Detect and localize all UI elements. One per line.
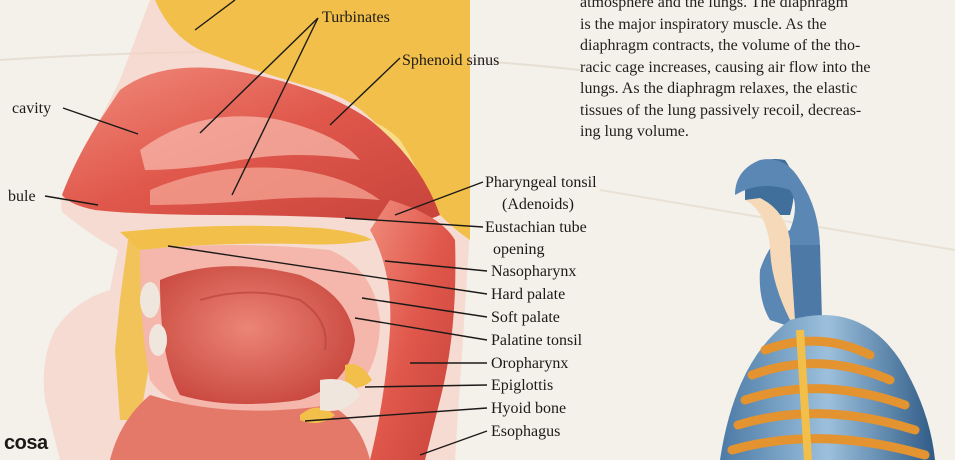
label-oropharynx: Oropharynx [491,354,568,373]
torso-illustration [720,159,935,460]
description-text: atmosphere and the lungs. The diaphragm … [580,0,952,143]
label-palatine-tonsil: Palatine tonsil [491,331,582,350]
label-epiglottis: Epiglottis [491,376,553,395]
label-turbinates: Turbinates [322,8,390,27]
label-mucosa-fragment: cosa [4,434,48,453]
label-pharyngeal-tonsil: Pharyngeal tonsil [485,173,597,192]
label-hard-palate: Hard palate [491,285,565,304]
description-line: atmosphere and the lungs. The diaphragm [580,0,952,14]
teeth-upper [140,282,160,318]
label-nasal-cavity: cavity [12,99,51,118]
label-eustachian-tube: Eustachian tube [485,218,587,237]
label-hyoid-bone: Hyoid bone [491,399,566,418]
description-line: tissues of the lung passively recoil, de… [580,100,952,122]
label-adenoids: (Adenoids) [502,195,574,214]
description-line: racic cage increases, causing air flow i… [580,57,952,79]
label-vestibule: bule [8,187,36,206]
description-line: is the major inspiratory muscle. As the [580,14,952,36]
label-nasopharynx: Nasopharynx [491,262,576,281]
teeth-lower [149,324,167,356]
label-sphenoid-sinus: Sphenoid sinus [402,51,499,70]
label-eustachian-opening: opening [493,240,545,259]
description-line: diaphragm contracts, the volume of the t… [580,35,952,57]
label-esophagus: Esophagus [491,422,560,441]
label-soft-palate: Soft palate [491,308,560,327]
description-line: lungs. As the diaphragm relaxes, the ela… [580,78,952,100]
description-line: ing lung volume. [580,121,952,143]
